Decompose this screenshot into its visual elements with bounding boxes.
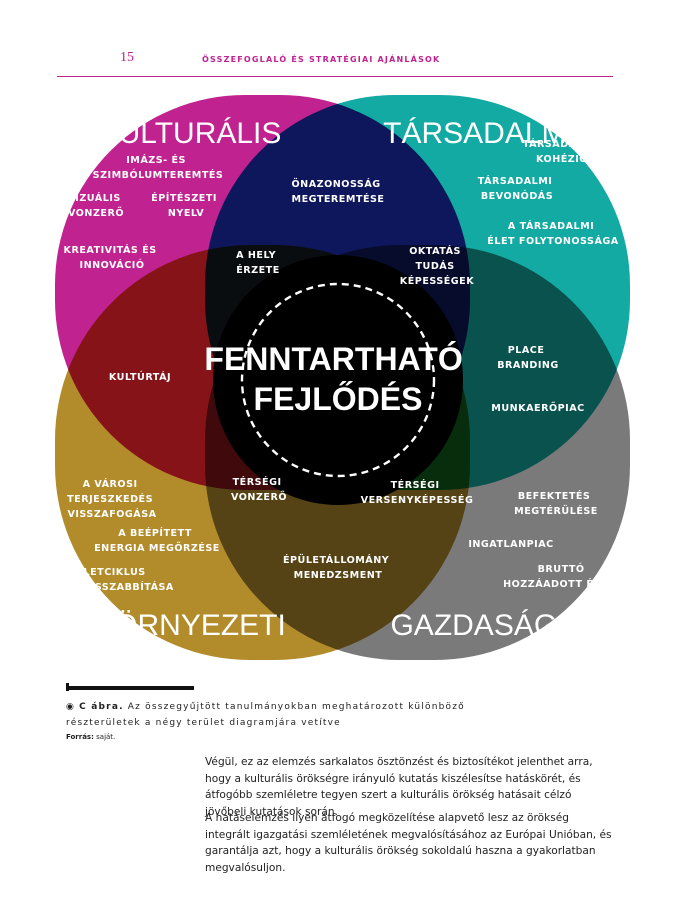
item-hely-erzete: A HELY ÉRZETE <box>236 250 280 276</box>
set-label-tarsadalmi: TÁRSADALMI <box>383 117 575 150</box>
item-ingatlanpiac: INGATLANPIAC <box>468 539 553 550</box>
running-header: Összefoglaló és stratégiai ajánlások <box>202 55 441 64</box>
center-dashed-ring <box>240 282 436 478</box>
item-epiteszeti: ÉPÍTÉSZETI NYELV <box>151 191 221 219</box>
center-circle <box>213 255 463 505</box>
venn-diagram: FENNTARTHATÓ FEJLŐDÉS KULTURÁLIS TÁRSADA… <box>52 95 630 660</box>
item-kreativitas: KREATIVITÁS ÉS INNOVÁCIÓ <box>64 243 161 271</box>
item-vizualis: VIZUÁLIS VONZERŐ <box>67 191 124 219</box>
figure-id: C ábra. <box>79 702 124 712</box>
item-eletciklus: ÉLETCIKLUS MEGHOSSZABBÍTÁSA <box>52 565 174 593</box>
header-rule <box>57 76 613 77</box>
set-label-gazdasagi: GAZDASÁGI <box>390 609 565 642</box>
item-kulturtaj: KULTÚRTÁJ <box>109 370 171 383</box>
item-oktatas: OKTATÁS TUDÁS KÉPESSÉGEK <box>400 244 474 287</box>
set-label-kornyezeti: KÖRNYEZETI <box>94 609 286 642</box>
figure-caption-text: Az összegyűjtött tanulmányokban meghatár… <box>66 702 465 728</box>
caption-rule <box>66 686 194 690</box>
figure-bullet-icon: ◉ <box>66 702 76 712</box>
item-tersegi-versenykepesseg: TÉRSÉGI VERSENYKÉPESSÉG <box>361 478 474 506</box>
item-onazonossag: ÖNAZONOSSÁG MEGTEREMTÉSE <box>292 176 385 205</box>
body-paragraph-1: Végül, ez az elemzés sarkalatos ösztönzé… <box>205 756 593 818</box>
source-label: Forrás: <box>66 733 94 741</box>
item-folytonossag: A TÁRSADALMI ÉLET FOLYTONOSSÁGA <box>487 219 618 247</box>
item-tarsadalmi-kohezio: TÁRSADALMI KOHÉZIÓ <box>523 137 601 165</box>
item-tarsadalmi-bevonodas: TÁRSADALMI BEVONÓDÁS <box>478 174 556 202</box>
item-brutto: BRUTTÓ HOZZÁADOTT ÉRTÉK <box>503 562 623 590</box>
center-line-2: FEJLŐDÉS <box>254 381 423 417</box>
item-beepitett: A BEÉPÍTETT ENERGIA MEGŐRZÉSE <box>94 526 220 554</box>
item-munkaeropiac: MUNKAERŐPIAC <box>491 400 584 414</box>
item-tersegi-vonzero: TÉRSÉGI VONZERŐ <box>231 475 287 503</box>
center-line-1: FENNTARTHATÓ <box>204 341 462 377</box>
item-varosi: A VÁROSI TERJESZKEDÉS VISSZAFOGÁSA <box>67 477 157 520</box>
item-place-branding: PLACE BRANDING <box>497 345 559 371</box>
body-paragraph-2: A hatáselemzés ilyen átfogó megközelítés… <box>205 812 612 874</box>
item-imazs: IMÁZS- ÉS SZIMBÓLUMTEREMTÉS <box>93 153 224 181</box>
set-label-kulturalis: KULTURÁLIS <box>99 117 282 150</box>
source-value: saját. <box>96 733 116 741</box>
page-number: 15 <box>120 50 134 65</box>
item-epuletallomany: ÉPÜLETÁLLOMÁNY MENEDZSMENT <box>283 552 393 581</box>
figure-source: Forrás: saját. <box>66 733 115 741</box>
item-befektetes: BEFEKTETÉS MEGTÉRÜLÉSE <box>514 489 598 517</box>
figure-caption: ◉ C ábra. Az összegyűjtött tanulmányokba… <box>66 699 486 731</box>
center-label: FENNTARTHATÓ FEJLŐDÉS <box>204 341 471 417</box>
